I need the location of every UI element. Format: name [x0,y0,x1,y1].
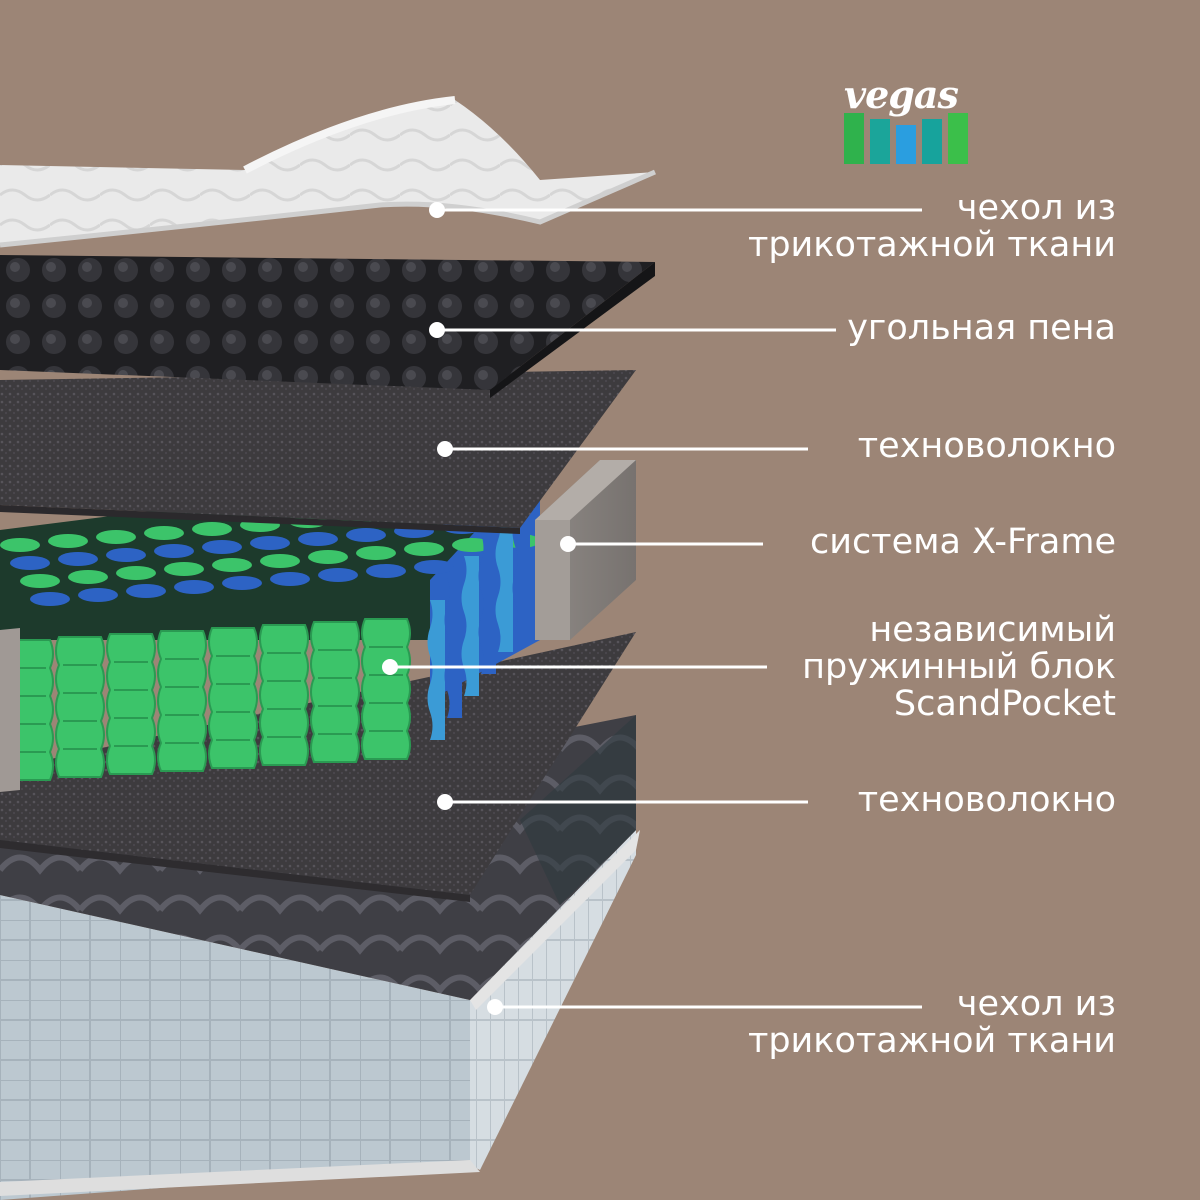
leader-charcoal-foam [429,322,836,338]
spring-top [346,528,386,542]
leader-technofiber-bottom [437,794,808,810]
spring-top [222,576,262,590]
spring-top [414,560,454,574]
spring-top [20,574,60,588]
spring-top [404,542,444,556]
label-line: трикотажной ткани [747,225,1116,265]
pocket-spring [157,630,207,772]
spring-top [144,526,184,540]
spring-top [0,538,40,552]
spring-top [366,564,406,578]
label-x-frame: система X-Frame [810,524,1116,561]
leader-bottom-cover [487,999,922,1015]
side-spring [444,578,462,718]
leader-spring-block [382,659,767,675]
spring-top [192,522,232,536]
brand-name: vegas [844,72,959,117]
label-line: техноволокно [857,780,1116,820]
label-line: ScandPocket [893,684,1116,724]
label-spring-block: независимый пружинный блок ScandPocket [802,612,1116,723]
top-cover-shape [0,96,656,248]
label-line: пружинный блок [802,647,1116,687]
vegas-logo: vegas [838,70,973,170]
spring-top [96,530,136,544]
label-line: чехол из [956,984,1116,1024]
spring-top [260,554,300,568]
label-line: независимый [869,610,1116,650]
side-spring [478,534,496,674]
spring-top [212,558,252,572]
spring-top [452,538,492,552]
label-top-cover: чехол из трикотажной ткани [748,190,1116,264]
label-line: трикотажной ткани [747,1021,1116,1061]
leader-lines [382,202,922,1015]
label-bottom-cover: чехол из трикотажной ткани [748,986,1116,1060]
leader-top-cover [429,202,922,218]
side-spring [495,512,513,652]
pocket-spring [55,636,105,778]
pocket-spring [106,633,156,775]
pocket-spring [361,618,411,760]
spring-top [356,546,396,560]
spring-top [298,532,338,546]
label-charcoal-foam: угольная пена [847,310,1116,347]
spring-top [78,588,118,602]
label-line: чехол из [956,188,1116,228]
spring-top [164,562,204,576]
spring-top [48,534,88,548]
side-spring [461,556,479,696]
spring-top [318,568,358,582]
technofiber-bottom-shape [0,632,636,902]
spring-top [154,544,194,558]
technofiber-top-shape [0,370,636,534]
label-line: угольная пена [847,308,1116,348]
label-technofiber-top: техноволокно [858,428,1116,465]
spring-top [126,584,166,598]
spring-top [308,550,348,564]
brand-bars-icon [844,113,968,164]
spring-top [68,570,108,584]
spring-top [30,592,70,606]
spring-top [174,580,214,594]
label-line: техноволокно [857,426,1116,466]
pocket-spring [208,627,258,769]
pocket-spring [259,624,309,766]
side-spring [427,600,445,740]
spring-top [250,536,290,550]
leader-x-frame [560,536,763,552]
spring-top [10,556,50,570]
pocket-spring [310,621,360,763]
spring-top [58,552,98,566]
label-technofiber-bottom: техноволокно [858,782,1116,819]
x-frame-shape [535,460,636,640]
spring-top [116,566,156,580]
spring-top [106,548,146,562]
spring-top [202,540,242,554]
spring-top [270,572,310,586]
leader-technofiber-top [437,441,808,457]
label-line: система X-Frame [809,522,1116,562]
